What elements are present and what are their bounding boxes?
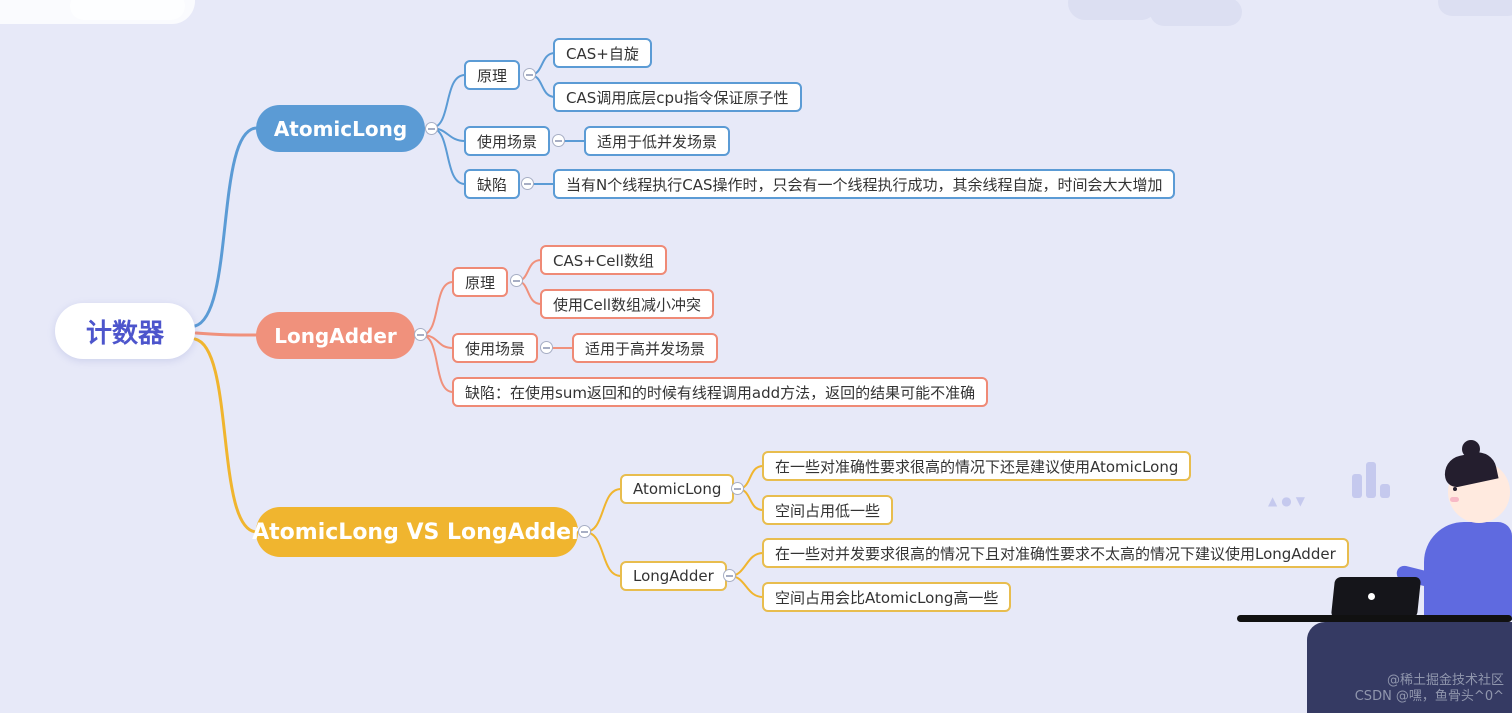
root-node[interactable]: 计数器 [55, 303, 195, 359]
collapse-icon[interactable] [523, 68, 536, 81]
connector [420, 281, 454, 336]
laptop [1330, 577, 1422, 618]
collapse-icon[interactable] [510, 274, 523, 287]
node-cas-spin[interactable]: CAS+自旋 [553, 38, 652, 68]
node-atomiclong-principle[interactable]: 原理 [464, 60, 521, 90]
person-eye [1453, 487, 1457, 491]
branch-atomiclong-vs-longadder[interactable]: AtomicLong VS LongAdder [252, 507, 582, 557]
decor-blob [1150, 0, 1242, 26]
connector-root-longadder [194, 331, 259, 337]
node-accuracy-recommendation[interactable]: 在一些对准确性要求很高的情况下还是建议使用AtomicLong [762, 451, 1192, 481]
node-vs-atomiclong[interactable]: AtomicLong [620, 474, 735, 504]
connector [420, 334, 454, 393]
collapse-icon[interactable] [731, 482, 744, 495]
node-cas-cpu-atomicity[interactable]: CAS调用底层cpu指令保证原子性 [553, 82, 802, 112]
collapse-icon[interactable] [425, 122, 438, 135]
branch-longadder[interactable]: LongAdder [256, 312, 415, 359]
decor-cloud-blob [70, 0, 185, 20]
node-longadder-defect[interactable]: 缺陷：在使用sum返回和的时候有线程调用add方法，返回的结果可能不准确 [452, 377, 989, 407]
connector [430, 127, 466, 185]
chart-bar [1366, 462, 1376, 498]
collapse-icon[interactable] [521, 177, 534, 190]
connector-root-vs [193, 337, 259, 534]
node-atomiclong-defect-detail[interactable]: 当有N个线程执行CAS操作时，只会有一个线程执行成功，其余线程自旋，时间会大大增… [553, 169, 1176, 199]
node-longadder-usage[interactable]: 使用场景 [452, 333, 539, 363]
node-atomiclong-defect[interactable]: 缺陷 [464, 169, 521, 199]
collapse-icon[interactable] [552, 134, 565, 147]
collapse-icon[interactable] [414, 328, 427, 341]
decor-blob [1068, 0, 1158, 20]
node-low-concurrency[interactable]: 适用于低并发场景 [584, 126, 731, 156]
chart-bar [1380, 484, 1390, 498]
collapse-icon[interactable] [540, 341, 553, 354]
node-lower-space-usage[interactable]: 空间占用低一些 [762, 495, 894, 525]
watermark-csdn: CSDN @嘿，鱼骨头^0^ [1354, 689, 1504, 704]
node-vs-longadder[interactable]: LongAdder [620, 561, 727, 591]
person-lower-body [1307, 622, 1512, 713]
branch-atomiclong[interactable]: AtomicLong [256, 105, 425, 152]
node-cas-cell-array[interactable]: CAS+Cell数组 [540, 245, 667, 275]
collapse-icon[interactable] [578, 525, 591, 538]
node-atomiclong-usage[interactable]: 使用场景 [464, 126, 551, 156]
chart-bar [1352, 474, 1362, 498]
connector-root-atomiclong [193, 126, 259, 328]
node-concurrency-recommendation[interactable]: 在一些对并发要求很高的情况下且对准确性要求不太高的情况下建议使用LongAdde… [762, 538, 1349, 568]
connector [430, 74, 466, 129]
laptop-logo-dot [1368, 593, 1375, 600]
connector [584, 488, 622, 533]
node-high-concurrency[interactable]: 适用于高并发场景 [572, 333, 719, 363]
decor-shapes-icon: ▲●▼ [1268, 494, 1309, 508]
collapse-icon[interactable] [723, 569, 736, 582]
desk [1237, 615, 1512, 622]
watermark-juejin: @稀土掘金技术社区 [1386, 673, 1504, 688]
node-longadder-principle[interactable]: 原理 [452, 267, 509, 297]
decor-blob [1438, 0, 1512, 16]
connector [584, 531, 622, 577]
connector [729, 575, 764, 598]
node-higher-space-usage[interactable]: 空间占用会比AtomicLong高一些 [762, 582, 1012, 612]
person-blush [1450, 497, 1459, 502]
bar-chart-icon [1352, 460, 1404, 498]
person-hair-bun [1462, 440, 1480, 458]
person-body [1424, 522, 1512, 620]
node-cell-array-reduce-conflict[interactable]: 使用Cell数组减小冲突 [540, 289, 715, 319]
